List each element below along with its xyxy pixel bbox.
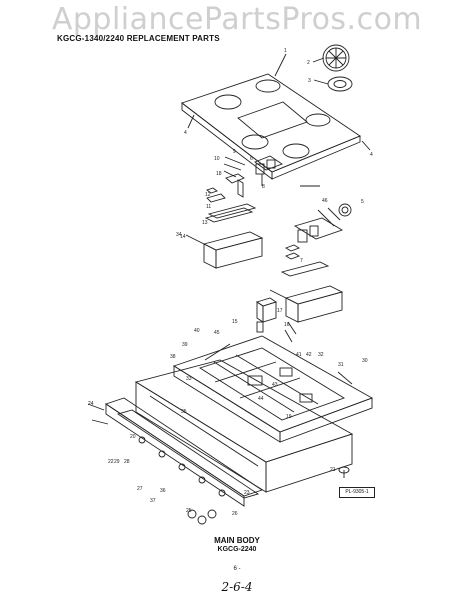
callout-1: 1: [284, 48, 287, 54]
callout-5: 5: [361, 199, 364, 205]
callout-35: 35: [181, 409, 187, 415]
callout-9: 9: [233, 149, 236, 155]
spring-clip: [256, 321, 297, 343]
burner-box-right: [269, 285, 344, 323]
callout-43: 43: [272, 382, 278, 388]
callout-2: 2: [307, 60, 310, 66]
callout-18: 18: [216, 171, 222, 177]
callout-12: 12: [205, 192, 211, 198]
callout-34: 34: [176, 232, 182, 238]
callout-27: 27: [137, 486, 143, 492]
callout-41: 41: [296, 352, 302, 358]
burner-box-left: [185, 231, 264, 269]
callout-4-right: 4: [370, 152, 373, 158]
callout-42: 42: [306, 352, 312, 358]
callout-16: 16: [284, 322, 290, 328]
control-panel: [87, 397, 264, 507]
callout-3: 3: [308, 78, 311, 84]
callout-33: 33: [186, 376, 192, 382]
callout-46: 46: [322, 198, 328, 204]
handwritten-note: 2-6-4: [221, 580, 253, 594]
callout-11: 11: [206, 204, 211, 210]
callout-20: 20: [130, 434, 136, 440]
page-number: 6 -: [233, 566, 241, 572]
callout-36: 36: [160, 488, 166, 494]
document-header: KGCG-1340/2240 REPLACEMENT PARTS: [57, 34, 220, 43]
callout-7: 7: [300, 258, 303, 264]
callout-23: 23: [244, 490, 250, 496]
leveling-foot: [338, 466, 350, 478]
right-burner-assembly: [284, 203, 352, 260]
callout-22: 22: [108, 459, 114, 465]
callout-25: 25: [186, 508, 192, 514]
caption-title: MAIN BODY: [214, 536, 260, 545]
callout-38: 38: [170, 354, 176, 360]
callout-15: 15: [232, 319, 238, 325]
burner-cap: [322, 44, 350, 72]
callout-31: 31: [338, 362, 344, 368]
callout-37: 37: [150, 498, 156, 504]
callout-24: 24: [88, 401, 94, 407]
callout-39: 39: [182, 342, 188, 348]
main-frame: [172, 335, 374, 443]
front-body-box: [134, 359, 354, 493]
callout-21: 21: [330, 467, 336, 473]
callout-40: 40: [194, 328, 200, 334]
control-knob: [187, 509, 217, 525]
left-burner-assembly: [206, 155, 320, 219]
watermark: AppliancePartsPros.com: [51, 2, 423, 37]
callout-13: 13: [202, 220, 208, 226]
cooktop-panel: [181, 73, 361, 180]
callout-44: 44: [258, 396, 264, 402]
caption-model: KGCG-2240: [217, 546, 257, 553]
callout-10: 10: [214, 156, 220, 162]
callout-29: 29: [114, 459, 120, 465]
callout-45: 45: [214, 330, 220, 336]
callout-14: 14: [180, 234, 186, 240]
callout-17: 17: [277, 308, 283, 314]
callout-19: 19: [286, 414, 292, 420]
callout-32: 32: [318, 352, 324, 358]
drawing-number: PL-9305-1: [339, 487, 375, 498]
callout-8: 8: [262, 184, 265, 190]
callout-28: 28: [124, 459, 130, 465]
burner-ring: [327, 76, 353, 92]
callout-30: 30: [362, 358, 368, 364]
valve-block: [255, 297, 278, 323]
callout-6: 6: [250, 156, 253, 162]
callout-26: 26: [232, 511, 238, 517]
igniter-strip: [204, 207, 330, 277]
callout-4-left: 4: [184, 130, 187, 136]
